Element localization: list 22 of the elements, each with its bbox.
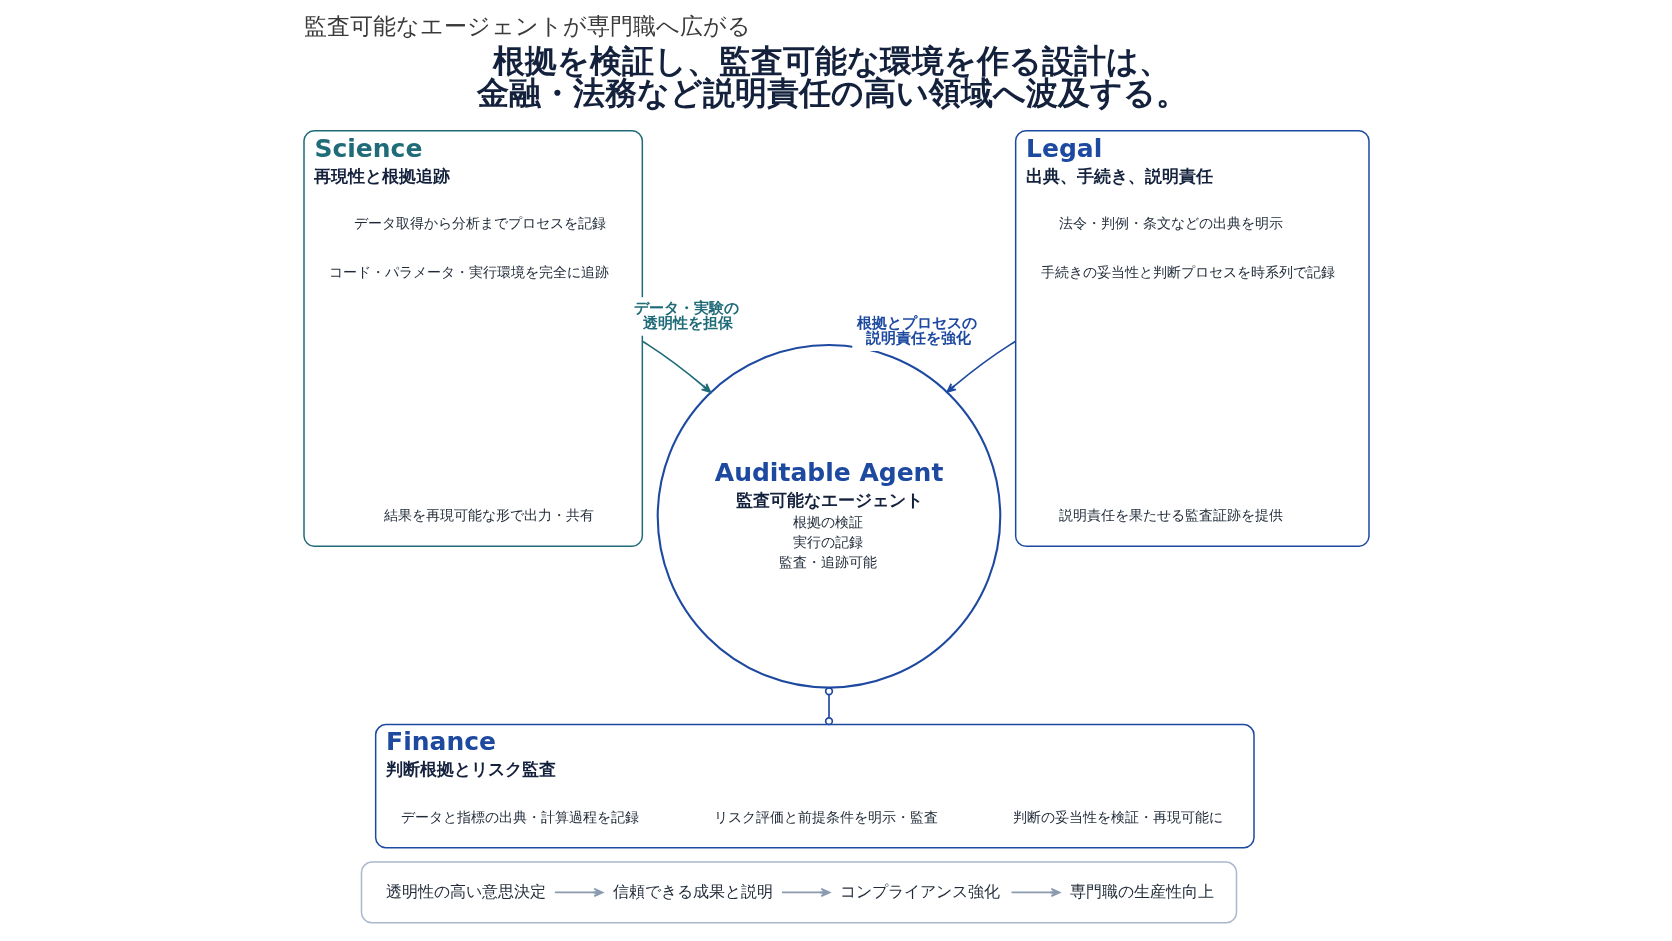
node-text: 専門職の生産性向上 bbox=[1069, 881, 1214, 901]
node-text: 透明性の高い意思決定 bbox=[386, 881, 546, 901]
node-text: 説明責任を果たせる監査証跡を提供 bbox=[1058, 507, 1283, 524]
cluster bbox=[360, 861, 1237, 924]
node-text: データ取得から分析までプロセスを記録 bbox=[353, 214, 606, 231]
node-text: コンプライアンス強化 bbox=[839, 881, 1000, 901]
node-text: リスク評価と前提条件を明示・監査 bbox=[713, 808, 938, 825]
arrow bbox=[553, 887, 603, 897]
connector bbox=[824, 687, 833, 726]
arrow bbox=[945, 340, 1016, 393]
node-text: 信頼できる成果と説明 bbox=[612, 881, 773, 901]
node-text: 結果を再現可能な形で出力・共有 bbox=[383, 507, 594, 524]
arrow bbox=[780, 887, 830, 897]
node-text: 法令・判例・条文などの出典を明示 bbox=[1058, 214, 1283, 231]
label: 根拠を検証し、監査可能な環境を作る設計は、金融・法務など説明責任の高い領域へ波及する。 bbox=[476, 42, 1188, 111]
node-text: 判断の妥当性を検証・再現可能に bbox=[1012, 808, 1223, 825]
diagram-title: 監査可能なエージェントが専門職へ広がる bbox=[303, 11, 751, 40]
node-text: データと指標の出典・計算過程を記録 bbox=[400, 808, 639, 825]
arrow bbox=[1010, 887, 1061, 897]
node-text: コード・パラメータ・実行環境を完全に追跡 bbox=[328, 264, 609, 281]
node-text: 手続きの妥当性と判断プロセスを時系列で記録 bbox=[1041, 264, 1335, 281]
arrow bbox=[641, 340, 711, 393]
